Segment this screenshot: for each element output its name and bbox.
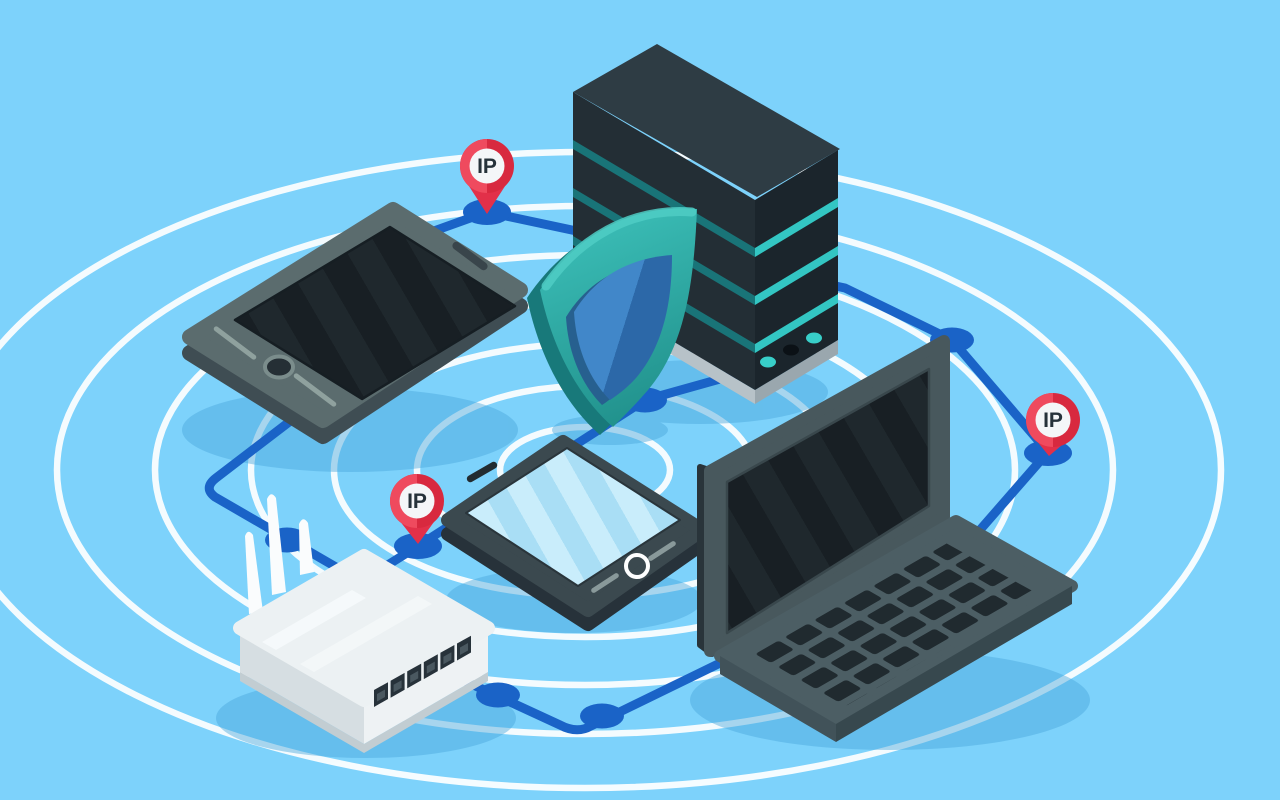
network-node <box>476 682 520 708</box>
ethernet-port <box>423 654 438 680</box>
shield-icon <box>527 207 697 435</box>
router-top-highlight <box>262 590 366 650</box>
laptop-base-side-left <box>720 656 836 742</box>
pin-label: IP <box>407 490 427 513</box>
laptop-screen <box>725 367 931 635</box>
antenna <box>245 531 263 614</box>
shield-inner <box>574 255 672 400</box>
tablet-detail-line <box>213 326 257 360</box>
router-face-left <box>240 628 364 744</box>
ip-pin-top: IP <box>460 139 514 214</box>
router-antennas <box>245 494 314 614</box>
ethernet-port <box>407 663 422 689</box>
router-ports <box>374 635 471 707</box>
status-light <box>783 344 799 356</box>
tablet-icon <box>182 202 528 444</box>
phone-detail-line <box>648 541 676 561</box>
ethernet-port <box>440 645 455 670</box>
ethernet-port <box>374 682 388 707</box>
pin-inner-circle <box>399 483 435 519</box>
tablet-speaker <box>452 241 488 271</box>
pin-label: IP <box>1043 409 1063 432</box>
laptop-keyboard <box>750 542 1038 707</box>
shield-top-bevel <box>541 207 697 291</box>
server-face-right <box>755 150 838 390</box>
ethernet-port <box>457 635 471 661</box>
router-icon <box>233 494 495 753</box>
phone-detail-line <box>591 573 619 593</box>
server-status-lights <box>760 332 822 368</box>
phone-home-button <box>624 553 650 579</box>
tablet-screen <box>233 225 517 401</box>
laptop-icon <box>697 335 1078 742</box>
antenna <box>267 494 286 595</box>
tablet-detail-line <box>293 373 337 407</box>
tablet-home-button <box>263 354 295 380</box>
server-base-plate <box>755 340 838 404</box>
smartphone-icon <box>441 435 709 631</box>
ip-pin-right: IP <box>1026 393 1080 456</box>
pin-inner-circle <box>1035 402 1071 438</box>
phone-speaker <box>466 461 498 483</box>
network-node <box>394 533 442 559</box>
network-line <box>204 378 353 579</box>
status-light <box>760 356 776 368</box>
network-node <box>580 703 624 729</box>
pin-inner-circle <box>469 148 505 184</box>
router-top-highlight <box>300 596 432 672</box>
status-light <box>806 332 822 344</box>
ethernet-port <box>390 672 405 698</box>
laptop-base-side-right <box>836 586 1072 742</box>
pin-label: IP <box>477 155 497 178</box>
phone-screen <box>465 447 681 587</box>
server-top <box>573 44 840 197</box>
antenna <box>299 519 314 575</box>
ip-pin-left: IP <box>390 474 444 544</box>
